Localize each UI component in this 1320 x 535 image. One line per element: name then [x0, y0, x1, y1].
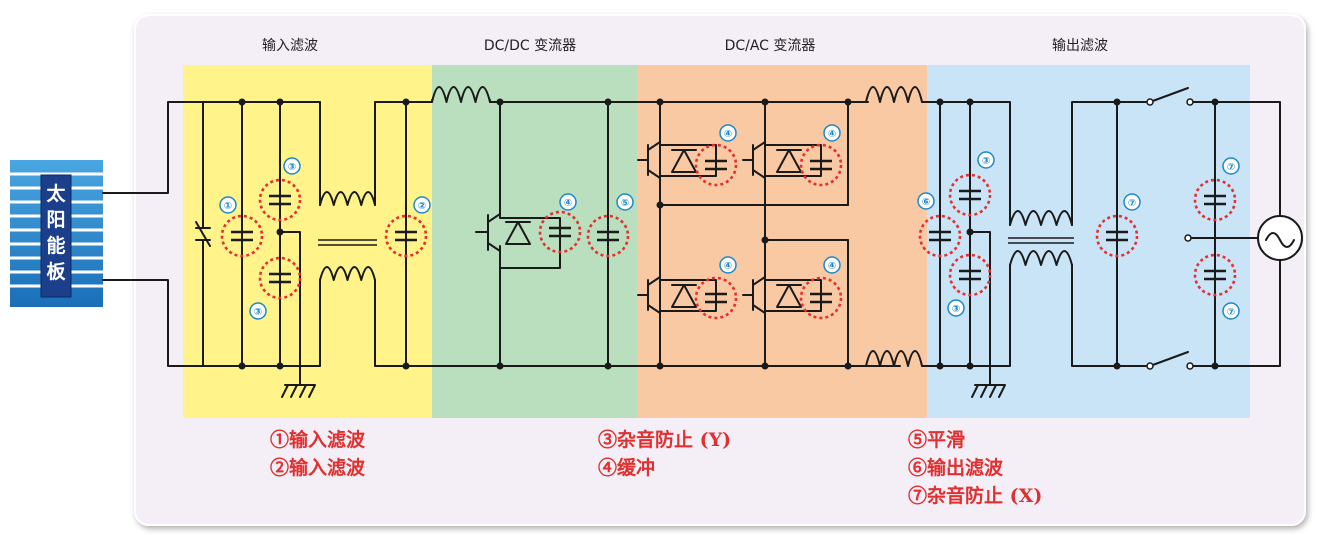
number-badges: ① ③ ③ ② ④ ⑤ ④ ④ ④ ④ ⑥ ③ ③ ⑦ ⑦ ⑦ — [219, 124, 1240, 320]
svg-text:⑤: ⑤ — [621, 198, 629, 209]
badge-3-out-top: ③ — [977, 151, 995, 169]
output-filter-zone — [927, 65, 1250, 418]
svg-text:⑦: ⑦ — [1128, 198, 1136, 209]
svg-text:③: ③ — [254, 307, 262, 318]
badge-7-mid: ⑦ — [1123, 193, 1141, 211]
legend-item-1: ①输入滤波 — [270, 428, 366, 451]
svg-text:③: ③ — [288, 162, 296, 173]
legend-item-5: ⑤平滑 — [908, 428, 965, 451]
legend-item-6: ⑥输出滤波 — [908, 456, 1004, 479]
output-switches — [1146, 87, 1194, 370]
varistor-symbol — [195, 221, 211, 247]
badge-3-out-bottom: ③ — [947, 299, 965, 317]
badge-4-bridge-4: ④ — [823, 256, 841, 274]
badge-7-bottom: ⑦ — [1222, 302, 1240, 320]
badge-6: ⑥ — [917, 192, 935, 210]
badge-1: ① — [219, 196, 237, 214]
solar-panel: 太 阳 能 板 — [10, 160, 103, 307]
badge-4-bridge-3: ④ — [719, 256, 737, 274]
highlight-rings — [220, 143, 1237, 320]
svg-text:⑥: ⑥ — [922, 197, 930, 208]
legend-item-4: ④缓冲 — [598, 456, 655, 479]
legend-item-2: ②输入滤波 — [270, 456, 366, 479]
circuit-wiring — [102, 99, 1281, 386]
input-cm-choke-top — [319, 191, 376, 206]
section-title-dcdc: DC/DC 变流器 — [484, 38, 576, 54]
svg-text:⑦: ⑦ — [1227, 307, 1235, 318]
solar-panel-char-2: 阳 — [46, 209, 65, 231]
input-cm-choke-bottom — [319, 266, 376, 281]
badge-2: ② — [413, 196, 431, 214]
badge-3-bottom: ③ — [249, 302, 267, 320]
badge-4-dcdc: ④ — [559, 193, 577, 211]
solar-panel-char-4: 板 — [46, 260, 66, 283]
badge-4-bridge-2: ④ — [823, 124, 841, 142]
junction-dots — [238, 98, 1219, 370]
inductors — [318, 86, 1074, 367]
ac-source-icon — [1257, 215, 1303, 261]
svg-text:④: ④ — [724, 261, 732, 272]
svg-text:④: ④ — [828, 261, 836, 272]
input-filter-zone — [183, 65, 435, 418]
svg-text:①: ① — [224, 201, 232, 212]
svg-text:③: ③ — [982, 156, 990, 167]
svg-text:④: ④ — [828, 129, 836, 140]
dcdc-converter-zone — [432, 65, 640, 418]
solar-panel-char-3: 能 — [46, 234, 65, 257]
legend-item-3: ③杂音防止 (Y) — [598, 428, 731, 451]
svg-text:②: ② — [418, 201, 426, 212]
legend: ①输入滤波 ②输入滤波 ③杂音防止 (Y) ④缓冲 ⑤平滑 ⑥输出滤波 ⑦杂音防… — [270, 428, 1042, 507]
svg-text:⑦: ⑦ — [1227, 162, 1235, 173]
badge-5: ⑤ — [616, 193, 634, 211]
section-title-output-filter: 输出滤波 — [1052, 38, 1108, 54]
badge-7-top: ⑦ — [1222, 157, 1240, 175]
badge-3-top: ③ — [283, 157, 301, 175]
solar-panel-char-1: 太 — [46, 182, 66, 205]
dcdc-inductor — [431, 86, 491, 103]
legend-item-7: ⑦杂音防止 (X) — [908, 484, 1042, 507]
ground-symbols — [281, 384, 1006, 398]
output-transformer-bottom — [1009, 250, 1073, 266]
section-title-input-filter: 输入滤波 — [262, 38, 318, 54]
output-inductor-top — [865, 86, 923, 103]
svg-text:④: ④ — [724, 129, 732, 140]
output-transformer-top — [1009, 210, 1073, 226]
badge-4-bridge-1: ④ — [719, 124, 737, 142]
svg-text:④: ④ — [564, 198, 572, 209]
output-inductor-bottom — [865, 350, 923, 367]
svg-text:③: ③ — [952, 304, 960, 315]
section-title-dcac: DC/AC 变流器 — [725, 38, 816, 54]
